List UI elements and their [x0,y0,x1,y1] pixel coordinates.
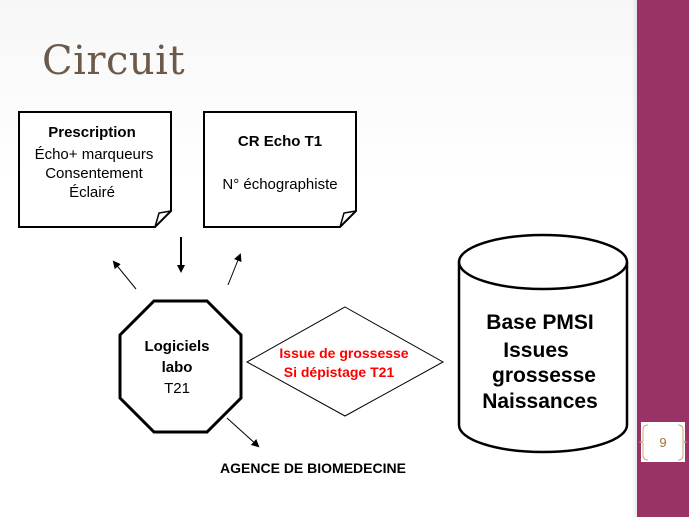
prescription-title: Prescription [48,124,136,141]
arrow-labo-to-agence [226,417,260,448]
cr-echo-title: CR Echo T1 [238,133,322,150]
database-line-4: Naissances [482,390,598,413]
prescription-line-2: Écho+ marqueurs [35,146,154,163]
arrow-labo-to-prescription [112,260,137,290]
logiciels-labo-octagon: Logiciels labo T21 [118,299,243,434]
logiciels-line-2: labo [162,359,193,376]
database-line-1: Base PMSI [486,311,593,334]
agence-label: AGENCE DE BIOMEDECINE [220,460,406,476]
diamond-line-1: Issue de grossesse [279,345,408,361]
logiciels-line-3: T21 [164,380,190,397]
page-number: 9 [659,435,666,450]
database-line-3: grossesse [492,364,596,387]
logiciels-line-1: Logiciels [144,338,209,355]
cr-echo-note: CR Echo T1 N° échographiste [203,111,357,228]
prescription-line-3: Consentement [45,165,143,182]
sidebar-shadow [632,0,637,517]
prescription-line-4: Éclairé [69,184,115,201]
diamond-line-2: Si dépistage T21 [284,364,395,380]
base-pmsi-cylinder: Base PMSI Issues grossesse Naissances [457,233,629,454]
issue-grossesse-diamond: Issue de grossesse Si dépistage T21 [245,306,445,417]
arrow-labo-to-cr-echo [227,253,242,286]
database-line-2: Issues [503,339,568,362]
cr-echo-line-2: N° échographiste [222,176,337,193]
slide-title: Circuit [42,38,186,84]
prescription-note: Prescription Écho+ marqueurs Consentemen… [18,111,172,228]
page-number-badge: 9 [638,422,688,462]
